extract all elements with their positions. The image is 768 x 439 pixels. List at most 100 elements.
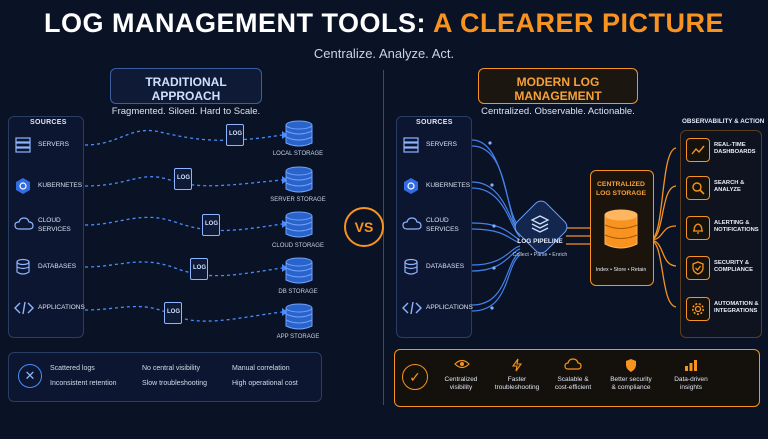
bell-icon — [686, 216, 710, 240]
source-label: KUBERNETES — [426, 182, 471, 189]
storage-label: LOCAL STORAGE — [272, 151, 324, 157]
title-part1: LOG MANAGEMENT TOOLS: — [43, 8, 426, 38]
issue-item: Manual correlation — [232, 365, 290, 372]
source-label: DATABASES — [38, 263, 77, 270]
gear-icon — [686, 297, 710, 321]
modern-source-applications: APPLICATIONS — [402, 300, 473, 321]
observability-label: SECURITY & COMPLIANCE — [714, 260, 753, 273]
modern-heading-box: MODERN LOG MANAGEMENT Centralized. Obser… — [478, 68, 638, 117]
observability-label: REAL-TIME DASHBOARDS — [714, 142, 756, 155]
storage-cylinder-cloud — [284, 210, 314, 245]
bar-chart-icon — [685, 360, 697, 371]
server-icon — [403, 137, 419, 153]
log-tag: LOG — [193, 265, 206, 271]
x-circle-icon: ✕ — [18, 364, 42, 388]
source-label: KUBERNETES — [38, 182, 83, 189]
benefit-label: Faster troubleshooting — [494, 376, 540, 391]
database-icon — [603, 208, 639, 257]
modern-subheading: Centralized. Observable. Actionable. — [481, 106, 635, 117]
source-label: CLOUD SERVICES — [426, 217, 459, 233]
search-icon — [686, 176, 710, 200]
traditional-heading-box: TRADITIONAL APPROACH Fragmented. Siloed.… — [110, 68, 262, 117]
page-subtitle: Centralize. Analyze. Act. — [313, 46, 455, 61]
page-title: LOG MANAGEMENT TOOLS: A CLEARER PICTURE — [0, 8, 768, 39]
layers-icon — [530, 214, 550, 239]
issue-item: High operational cost — [232, 380, 298, 387]
storage-cylinder-app — [284, 302, 314, 337]
storage-label: CLOUD STORAGE — [272, 243, 324, 249]
log-file-icon: LOG — [164, 302, 182, 324]
check-circle-icon: ✓ — [402, 364, 428, 390]
source-label: SERVERS — [426, 141, 457, 148]
observability-item-alerting[interactable]: ALERTING & NOTIFICATIONS — [686, 216, 759, 240]
pipeline-steps: Collect • Parse • Enrich — [512, 252, 568, 258]
log-tag: LOG — [229, 131, 242, 137]
modern-sources-title: SOURCES — [416, 119, 453, 126]
cloud-icon — [564, 358, 582, 370]
observability-item-security[interactable]: SECURITY & COMPLIANCE — [686, 256, 753, 280]
benefit-label: Scalable & cost-efficient — [554, 376, 592, 391]
log-file-icon: LOG — [226, 124, 244, 146]
modern-heading: MODERN LOG MANAGEMENT — [514, 75, 602, 103]
center-divider — [383, 70, 384, 405]
issue-item: Inconsistent retention — [50, 380, 117, 387]
lightning-icon — [511, 358, 523, 372]
traditional-source-kubernetes: KUBERNETES — [14, 177, 82, 200]
log-file-icon: LOG — [202, 214, 220, 236]
benefit-label: Data-driven insights — [674, 376, 708, 391]
issue-item: No central visibility — [142, 365, 200, 372]
source-label: APPLICATIONS — [426, 304, 473, 311]
database-icon — [285, 257, 313, 284]
observability-label: SEARCH & ANALYZE — [714, 180, 745, 193]
vs-badge: VS — [344, 207, 384, 247]
storage-cylinder-db — [284, 256, 314, 291]
observability-item-automation[interactable]: AUTOMATION & INTEGRATIONS — [686, 297, 759, 321]
kubernetes-icon — [404, 178, 418, 194]
cloud-icon — [402, 217, 422, 230]
benefit-label: Centralized visibility — [444, 376, 478, 391]
issue-item: Scattered logs — [50, 365, 95, 372]
code-icon — [14, 301, 34, 315]
source-label: DATABASES — [426, 263, 465, 270]
observability-title: OBSERVABILITY & ACTION — [682, 118, 765, 125]
log-tag: LOG — [205, 221, 218, 227]
traditional-heading: TRADITIONAL APPROACH — [145, 75, 227, 103]
traditional-source-applications: APPLICATIONS — [14, 300, 85, 321]
observability-item-search[interactable]: SEARCH & ANALYZE — [686, 176, 744, 200]
storage-steps: Index • Store • Retain — [595, 267, 647, 273]
traditional-sources-panel — [8, 116, 84, 338]
observability-item-dashboards[interactable]: REAL-TIME DASHBOARDS — [686, 138, 756, 162]
traditional-source-databases: DATABASES — [14, 258, 76, 281]
server-icon — [15, 137, 31, 153]
modern-sources-panel — [396, 116, 472, 338]
eye-icon — [454, 359, 470, 369]
database-icon — [404, 258, 418, 275]
traditional-subheading: Fragmented. Siloed. Hard to Scale. — [111, 106, 261, 117]
shield-icon — [686, 256, 710, 280]
traditional-source-cloud: CLOUD SERVICES — [14, 216, 71, 237]
code-icon — [402, 301, 422, 315]
source-label: CLOUD SERVICES — [38, 217, 71, 233]
storage-title: CENTRALIZED LOG STORAGE — [595, 181, 647, 197]
modern-source-databases: DATABASES — [402, 258, 464, 281]
kubernetes-icon — [16, 178, 30, 194]
issue-item: Slow troubleshooting — [142, 380, 207, 387]
database-icon — [285, 120, 313, 147]
log-file-icon: LOG — [174, 168, 192, 190]
traditional-issues-panel — [8, 352, 322, 402]
chart-icon — [686, 138, 710, 162]
shield-icon — [626, 359, 636, 372]
log-file-icon: LOG — [190, 258, 208, 280]
title-part2: A CLEARER PICTURE — [432, 8, 724, 38]
storage-label: DB STORAGE — [278, 289, 318, 295]
source-label: SERVERS — [38, 141, 69, 148]
log-tag: LOG — [177, 175, 190, 181]
traditional-sources-title: SOURCES — [30, 119, 67, 126]
pipeline-title: LOG PIPELINE — [517, 238, 563, 245]
source-label: APPLICATIONS — [38, 304, 85, 311]
storage-cylinder-local — [284, 119, 314, 154]
storage-label: SERVER STORAGE — [270, 197, 326, 203]
database-icon — [16, 258, 30, 275]
database-icon — [285, 211, 313, 238]
storage-label: APP STORAGE — [276, 334, 320, 340]
